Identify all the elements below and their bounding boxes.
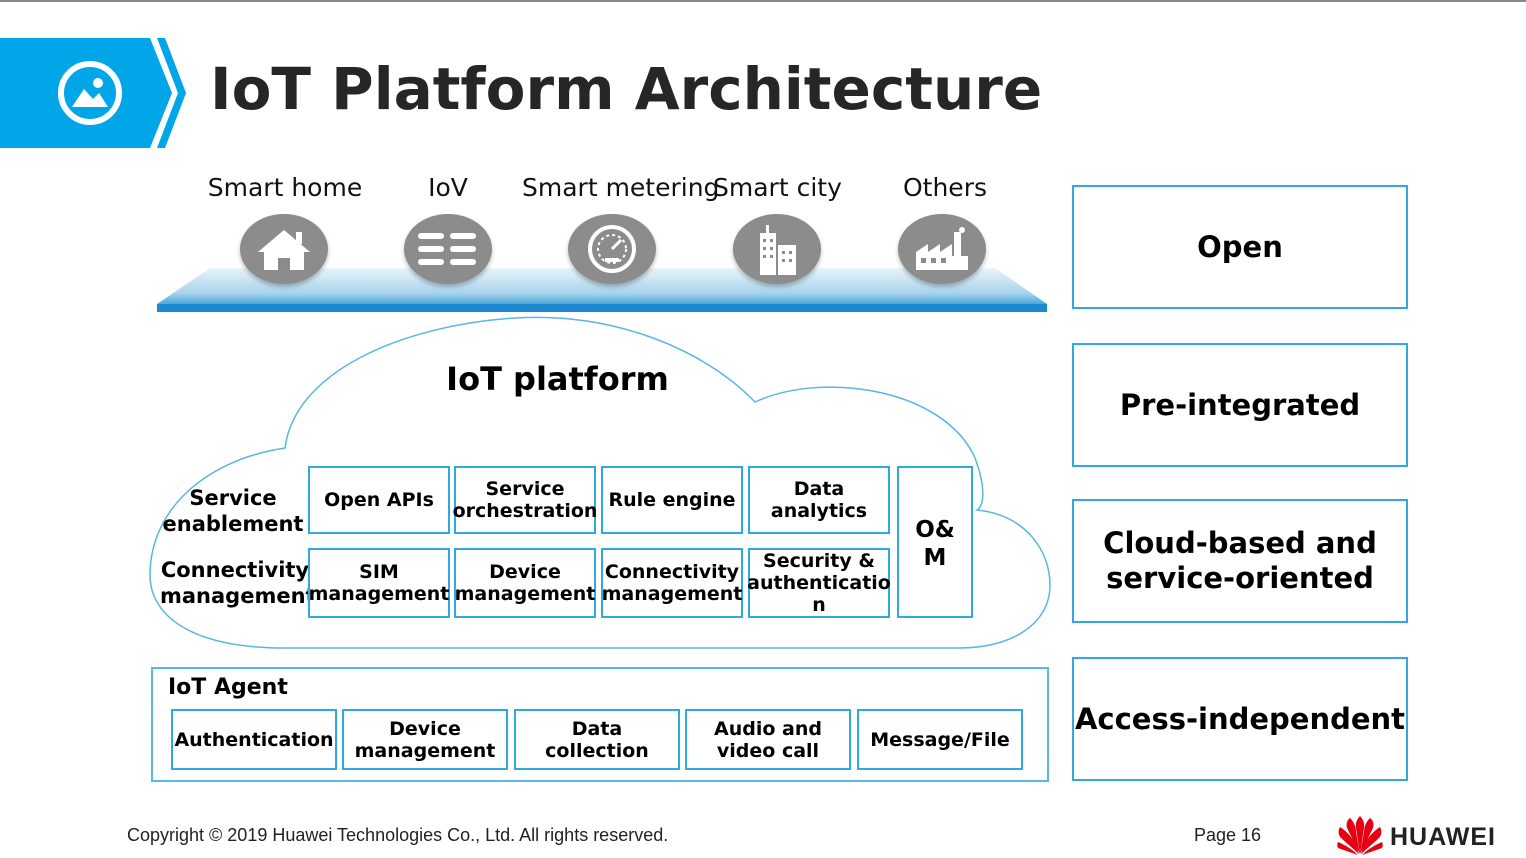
huawei-logo-icon <box>1337 816 1383 855</box>
sim-management-box: SIM management <box>308 548 450 618</box>
agent-data-collection-box: Data collection <box>514 709 680 770</box>
agent-authentication-box: Authentication <box>171 709 337 770</box>
top-rule <box>0 0 1526 2</box>
application-layer-bar <box>157 268 1047 312</box>
scenario-label-others: Others <box>902 173 987 202</box>
scenario-label-smart-city: Smart city <box>713 173 842 202</box>
data-analytics-box: Data analytics <box>748 466 890 534</box>
factory-icon <box>898 214 986 284</box>
meter-icon <box>568 214 656 284</box>
feature-pre-integrated-box: Pre-integrated <box>1072 343 1408 467</box>
device-management-box: Device management <box>454 548 596 618</box>
scenario-label-iov: IoV <box>428 173 468 202</box>
connectivity-management-label: Connectivity management <box>160 558 316 608</box>
feature-access-independent-box: Access-independent <box>1072 657 1408 781</box>
agent-device-management-box: Device management <box>342 709 508 770</box>
image-icon <box>58 61 122 125</box>
agent-message-file-box: Message/File <box>857 709 1023 770</box>
scenario-label-smart-home: Smart home <box>207 173 363 202</box>
page-number: Page 16 <box>1194 825 1262 845</box>
house-icon <box>240 214 328 284</box>
iot-platform-cloud <box>149 316 1051 649</box>
vehicles-icon <box>404 214 492 284</box>
city-building-icon <box>733 214 821 284</box>
service-enablement-label: Service enablement <box>162 486 304 536</box>
agent-audio-video-call-box: Audio and video call <box>685 709 851 770</box>
huawei-brand-text: HUAWEI <box>1390 823 1496 851</box>
connectivity-management-box: Connectivity management <box>601 548 743 618</box>
open-apis-box: Open APIs <box>308 466 450 534</box>
iot-agent-panel <box>151 667 1049 782</box>
om-box: O& M <box>897 466 973 618</box>
iot-agent-title: IoT Agent <box>168 675 288 700</box>
feature-open-box: Open <box>1072 185 1408 309</box>
copyright-text: Copyright © 2019 Huawei Technologies Co.… <box>127 825 669 845</box>
feature-cloud-based-box: Cloud-based and service-oriented <box>1072 499 1408 623</box>
iot-platform-title: IoT platform <box>446 360 669 398</box>
page-title: IoT Platform Architecture <box>210 55 1043 123</box>
rule-engine-box: Rule engine <box>601 466 743 534</box>
scenario-label-smart-metering: Smart metering <box>522 173 720 202</box>
service-orchestration-box: Service orchestration <box>453 466 597 534</box>
security-authentication-box: Security & authenticatio n <box>747 548 891 618</box>
title-banner <box>0 38 186 148</box>
